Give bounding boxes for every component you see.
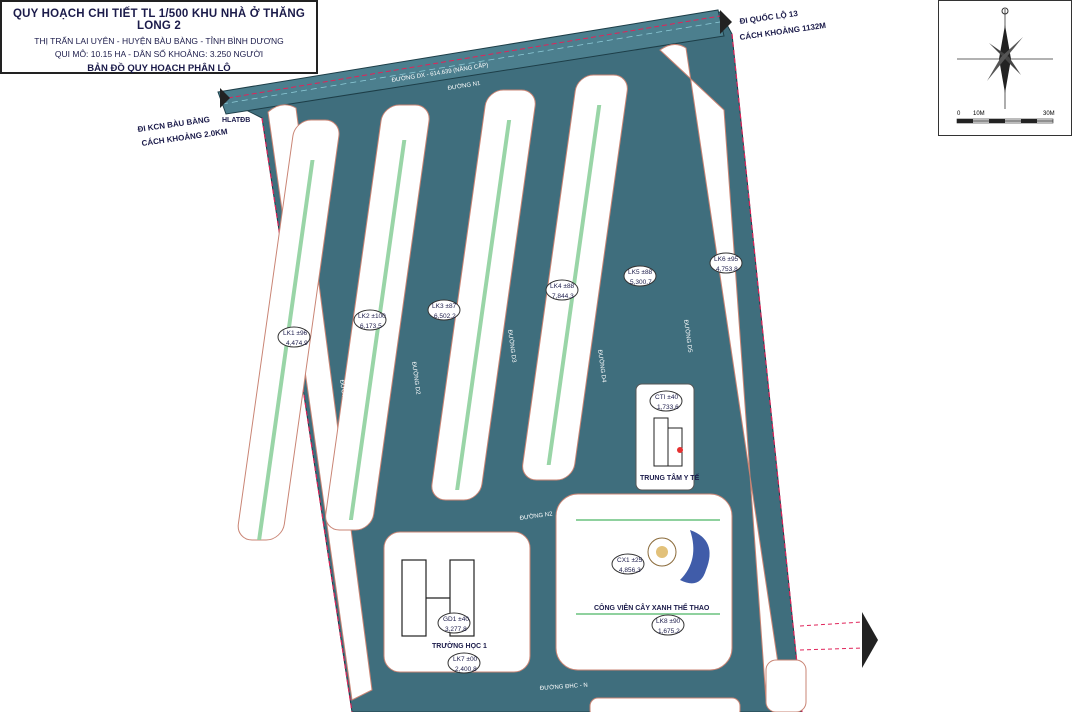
block-park bbox=[555, 493, 733, 671]
title-block: QUY HOẠCH CHI TIẾT TL 1/500 KHU NHÀ Ở TH… bbox=[0, 0, 318, 74]
facility-health-label: TRUNG TÂM Y TẾ bbox=[640, 472, 700, 482]
block-lk5-code: LK5 ±88 bbox=[628, 269, 653, 276]
block-lk1-area: 4,474.9 bbox=[286, 340, 308, 347]
arrow-east-icon bbox=[862, 612, 878, 668]
block-lk2-area: 6,173.5 bbox=[360, 323, 382, 330]
block-lk1-code: LK1 ±96 bbox=[283, 330, 308, 337]
block-bottom-mid bbox=[589, 697, 741, 712]
block-lk4-code: LK4 ±88 bbox=[550, 283, 575, 290]
road-d2-label: ĐƯỜNG D2 bbox=[410, 361, 422, 395]
block-health bbox=[635, 383, 695, 491]
block-cx1-code: CX1 ±25 bbox=[617, 557, 643, 564]
school-buildings-icon bbox=[401, 559, 475, 637]
site-boundary bbox=[261, 117, 353, 712]
road-d4-label: ĐƯỜNG D4 bbox=[596, 349, 608, 383]
map-scale-info: QUI MÔ: 10.15 HA - DÂN SỐ KHOẢNG: 3.250 … bbox=[54, 49, 264, 59]
arrow-left-icon bbox=[220, 88, 230, 108]
block-lk3-area: 6,502.2 bbox=[434, 313, 456, 320]
park-layout bbox=[576, 519, 720, 615]
block-lk6-area: 4,753.8 bbox=[716, 266, 738, 273]
direction-ql-line1: ĐI QUỐC LỘ 13 bbox=[739, 8, 799, 26]
road-d5-label: ĐƯỜNG D5 bbox=[682, 319, 694, 353]
block-lk8-area: 1,675.2 bbox=[658, 628, 680, 635]
block-lk2-code: LK2 ±100 bbox=[358, 313, 386, 320]
block-cti-area: 1,733.6 bbox=[657, 404, 679, 411]
hlatob-label: HLATĐB bbox=[222, 117, 250, 124]
block-lk6-code: LK6 ±95 bbox=[714, 256, 739, 263]
road-d1-label: ĐƯỜNG D1 bbox=[338, 379, 350, 413]
scale-label-start: 0 bbox=[957, 111, 961, 117]
scale-label-mid: 10M bbox=[973, 111, 985, 117]
facility-school-label: TRƯỜNG HỌC 1 bbox=[432, 641, 487, 650]
block-gd1-code: GD1 ±40 bbox=[443, 616, 469, 623]
north-arrow-panel: 0 10M 30M bbox=[938, 0, 1072, 136]
block-lk8-code: LK8 ±90 bbox=[656, 618, 681, 625]
compass-icon: 0 10M 30M bbox=[956, 7, 1055, 124]
block-lk7-code: LK7 ±00 bbox=[453, 656, 478, 663]
block-lk5-area: 5,300.7 bbox=[630, 279, 652, 286]
block-school bbox=[383, 531, 531, 673]
road-n2-label: ĐƯỜNG N2 bbox=[519, 510, 553, 522]
scale-label-end: 30M bbox=[1043, 111, 1055, 117]
arrow-right-icon bbox=[720, 10, 732, 34]
block-lk7-area: 2,400.8 bbox=[455, 666, 477, 673]
block-cx1-area: 4,856.3 bbox=[619, 567, 641, 574]
block-cti-code: CTI ±40 bbox=[655, 394, 678, 401]
road-n4-label: ĐƯỜNG ĐHC - N bbox=[540, 682, 588, 692]
map-subtitle: BẢN ĐỒ QUY HOẠCH PHÂN LÔ bbox=[87, 63, 231, 74]
map-title: QUY HOẠCH CHI TIẾT TL 1/500 KHU NHÀ Ở TH… bbox=[12, 8, 306, 32]
block-gd1-area: 3,277.8 bbox=[445, 626, 467, 633]
health-building-icon bbox=[653, 417, 683, 467]
road-dx bbox=[217, 9, 725, 115]
block-lk3-code: LK3 ±87 bbox=[432, 303, 457, 310]
road-d3-label: ĐƯỜNG D3 bbox=[506, 329, 518, 363]
block-lk4-area: 7,844.3 bbox=[552, 293, 574, 300]
block-bottom-right bbox=[765, 659, 807, 712]
map-location: THỊ TRẤN LAI UYÊN - HUYỆN BÀU BÀNG - TỈN… bbox=[34, 36, 284, 46]
facility-park-label: CÔNG VIÊN CÂY XANH THỂ THAO bbox=[594, 603, 710, 612]
